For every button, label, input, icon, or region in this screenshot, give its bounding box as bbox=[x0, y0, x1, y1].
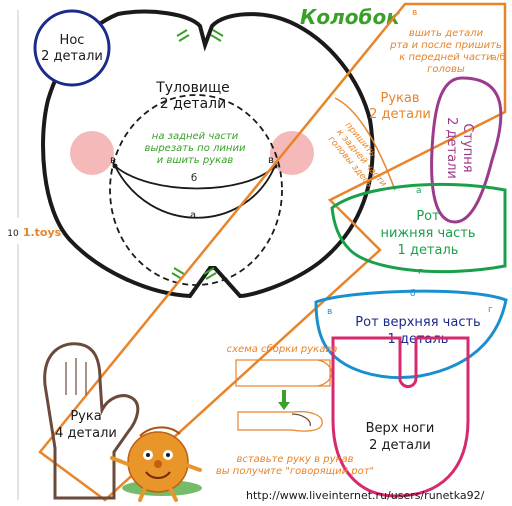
nose-name: Нос bbox=[60, 33, 85, 48]
page-title: Колобок bbox=[300, 5, 400, 29]
body-note-2: вырезать по линии bbox=[145, 143, 246, 154]
sole-name: Ступня bbox=[460, 123, 475, 172]
sole-label: Ступня 2 детали bbox=[444, 117, 475, 179]
marker-dot-left bbox=[112, 163, 118, 169]
cheek-right bbox=[270, 131, 314, 175]
mouth-lower-outline bbox=[330, 182, 507, 274]
logo: 1.toys bbox=[23, 226, 62, 239]
cheek-left bbox=[70, 131, 114, 175]
body-note-3: и вшить рукав bbox=[157, 155, 234, 166]
sleeve-note-3: к передней части bbox=[399, 52, 493, 63]
hand-count: 4 детали bbox=[55, 426, 117, 441]
nose-piece: Нос 2 детали bbox=[33, 9, 111, 87]
arrow-down-icon bbox=[278, 390, 290, 410]
leg-top-count: 2 детали bbox=[369, 438, 431, 453]
sleeve-outline bbox=[38, 2, 507, 502]
mouth-lower-marker-a: а bbox=[416, 186, 422, 196]
mouth-upper-marker-v: в bbox=[327, 307, 332, 317]
mouth-lower-count: 1 деталь bbox=[398, 243, 459, 258]
sleeve-bracket bbox=[334, 97, 396, 191]
sleeve-note-1: вшить детали bbox=[409, 28, 484, 39]
sleeve-note-2: рта и после пришить bbox=[389, 40, 502, 51]
assembly-scheme: схема сборки рукава вставьте руку в рука… bbox=[216, 343, 374, 477]
assembly-note-2: вы получите "говорящий рот" bbox=[216, 466, 374, 477]
mouth-lower-name: Рот bbox=[416, 209, 440, 224]
sleeve-count: 2 детали bbox=[369, 107, 431, 122]
mouth-arc-upper bbox=[114, 165, 276, 190]
marker-b: б bbox=[191, 173, 197, 184]
nose-circle bbox=[33, 9, 111, 87]
dashed-circle bbox=[109, 94, 283, 286]
side-tab: 10 1.toys bbox=[4, 10, 62, 500]
assembly-sleeve-cap bbox=[317, 359, 333, 387]
notch-marks-top bbox=[176, 29, 224, 42]
hand-outline bbox=[43, 342, 140, 500]
page-number: 10 bbox=[7, 229, 19, 239]
mouth-lower-subname: нижняя часть bbox=[381, 226, 476, 241]
leg-top-outline bbox=[331, 336, 470, 498]
assembly-title: схема сборки рукава bbox=[227, 343, 338, 355]
mouth-upper-marker-g: г bbox=[488, 305, 493, 315]
marker-v-right: в bbox=[268, 155, 274, 166]
marker-a: а bbox=[190, 210, 196, 221]
mouth-upper-piece: в б г Рот верхняя часть 1 деталь bbox=[314, 289, 508, 380]
assembly-note-1: вставьте руку в рукав bbox=[236, 454, 353, 465]
leg-top-name: Верх ноги bbox=[366, 421, 435, 436]
marker-v-left: в bbox=[110, 155, 116, 166]
mouth-lower-piece: а г Рот нижняя часть 1 деталь bbox=[330, 182, 507, 277]
hand-finger-lines bbox=[65, 358, 87, 395]
sleeve-note-4: головы bbox=[427, 64, 465, 75]
assembly-arm bbox=[237, 411, 323, 432]
hand-piece: Рука 4 детали bbox=[43, 342, 140, 500]
mouth-arc-lower bbox=[114, 165, 276, 219]
body-name: Туловище bbox=[155, 80, 230, 96]
sleeve-marker-v: в bbox=[412, 8, 417, 18]
kolobok-mascot-illustration bbox=[110, 426, 202, 502]
body-outline bbox=[41, 9, 375, 299]
assembly-hand bbox=[291, 413, 311, 427]
sole-piece: Ступня 2 детали bbox=[430, 76, 503, 224]
mouth-upper-marker-b: б bbox=[410, 289, 416, 299]
sole-outline bbox=[430, 76, 503, 224]
mouth-upper-name: Рот верхняя часть bbox=[355, 315, 480, 330]
sleeve-corner-label: а/б bbox=[491, 53, 506, 63]
leg-top-piece: Верх ноги 2 детали bbox=[331, 336, 470, 498]
mouth-upper-outline bbox=[314, 289, 508, 380]
sole-count: 2 детали bbox=[444, 117, 459, 179]
body-piece: в в б а Туловище 2 детали на задней част… bbox=[41, 9, 375, 299]
mouth-lower-marker-g: г bbox=[418, 267, 423, 277]
sleeve-name: Рукав bbox=[380, 91, 419, 106]
hand-name: Рука bbox=[70, 409, 101, 424]
nose-count: 2 детали bbox=[41, 49, 103, 64]
body-count: 2 детали bbox=[160, 96, 226, 112]
assembly-sleeve-rect bbox=[235, 359, 331, 387]
body-note-1: на задней части bbox=[152, 131, 239, 142]
source-url: http://www.liveinternet.ru/users/runetka… bbox=[246, 489, 485, 502]
